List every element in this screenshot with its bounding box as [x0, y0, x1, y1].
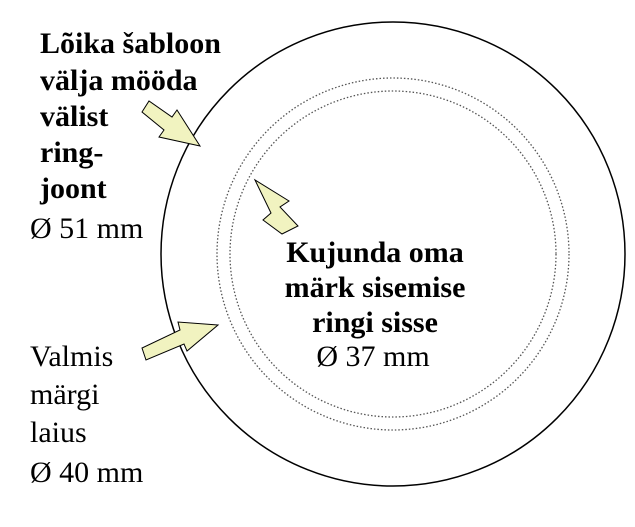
finished-label-line-1: Valmis — [30, 340, 113, 373]
finished-width-arrow-icon — [141, 321, 220, 361]
outer-circle-arrow-icon — [141, 100, 202, 147]
finished-label-line-3: laius — [30, 416, 87, 449]
outer-label-line-2: välja mööda — [40, 64, 198, 97]
outer-label-line-3: välist — [40, 100, 108, 133]
outer-label-line-4: ring- — [40, 136, 103, 169]
inner-design-circle — [229, 90, 557, 418]
outer-label-diameter: Ø 51 mm — [30, 212, 143, 245]
inner-label-line-3: ringi sisse — [312, 306, 438, 339]
finished-badge-circle — [216, 77, 570, 431]
finished-label-line-2: märgi — [30, 378, 99, 411]
inner-circle-arrow-icon — [253, 178, 299, 235]
outer-cut-circle — [160, 21, 626, 487]
finished-label-diameter: Ø 40 mm — [30, 456, 143, 489]
inner-label-diameter: Ø 37 mm — [316, 340, 429, 373]
outer-label-line-1: Lõika šabloon — [40, 27, 221, 60]
outer-label-line-5: joont — [39, 172, 107, 205]
inner-label-line-1: Kujunda oma — [286, 236, 464, 269]
inner-label-line-2: märk sisemise — [285, 271, 466, 304]
